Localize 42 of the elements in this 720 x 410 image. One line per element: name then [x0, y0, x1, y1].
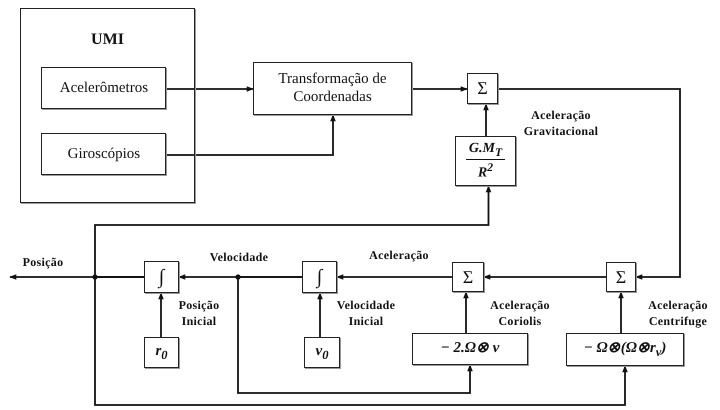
integrator-block [144, 261, 179, 293]
function-block [566, 333, 684, 366]
formula-text: − Ω⊗(Ω⊗r$_{v}$) [584, 340, 666, 360]
block-label: Acelerômetros [58, 80, 150, 98]
arrow [237, 276, 473, 394]
arrow [483, 274, 606, 280]
arrow [94, 276, 628, 406]
formula-text: R$^{2}$ [466, 158, 506, 182]
function-block [412, 333, 528, 365]
arrow [463, 291, 469, 333]
process-box [253, 62, 412, 115]
arrow [336, 274, 452, 280]
initial-value-text: r$_{0}$ [155, 342, 168, 362]
process-box [41, 133, 166, 176]
unit-title: UMI [91, 31, 124, 50]
initial-value-block [304, 337, 340, 368]
arrow [167, 86, 254, 92]
arrow [158, 292, 164, 337]
initial-value-block [144, 337, 179, 368]
unit-container [20, 8, 195, 203]
formula-text: − 2.Ω⊗ v [440, 340, 500, 358]
block-label: Transformação de Coordenadas [277, 71, 388, 106]
integral-symbol: ∫ [316, 266, 322, 288]
sum-block [452, 262, 484, 292]
sum-symbol: Σ [462, 266, 474, 288]
arrow [618, 291, 624, 333]
arrow [498, 88, 681, 280]
sum-symbol: Σ [477, 78, 488, 99]
integral-symbol: ∫ [158, 266, 164, 288]
arrow [317, 292, 323, 337]
gain-block [455, 136, 516, 186]
sum-block [606, 262, 636, 292]
arrow [483, 103, 489, 136]
arrow [167, 114, 336, 156]
sum-block [467, 73, 498, 104]
integrator-block [302, 261, 337, 293]
sum-symbol: Σ [616, 266, 626, 288]
formula-text: G.M$_{T}$ [468, 140, 504, 159]
arrow [412, 86, 468, 92]
block-label: Giroscópios [66, 146, 142, 164]
initial-value-text: v$_{0}$ [316, 342, 328, 362]
process-box [41, 67, 166, 110]
